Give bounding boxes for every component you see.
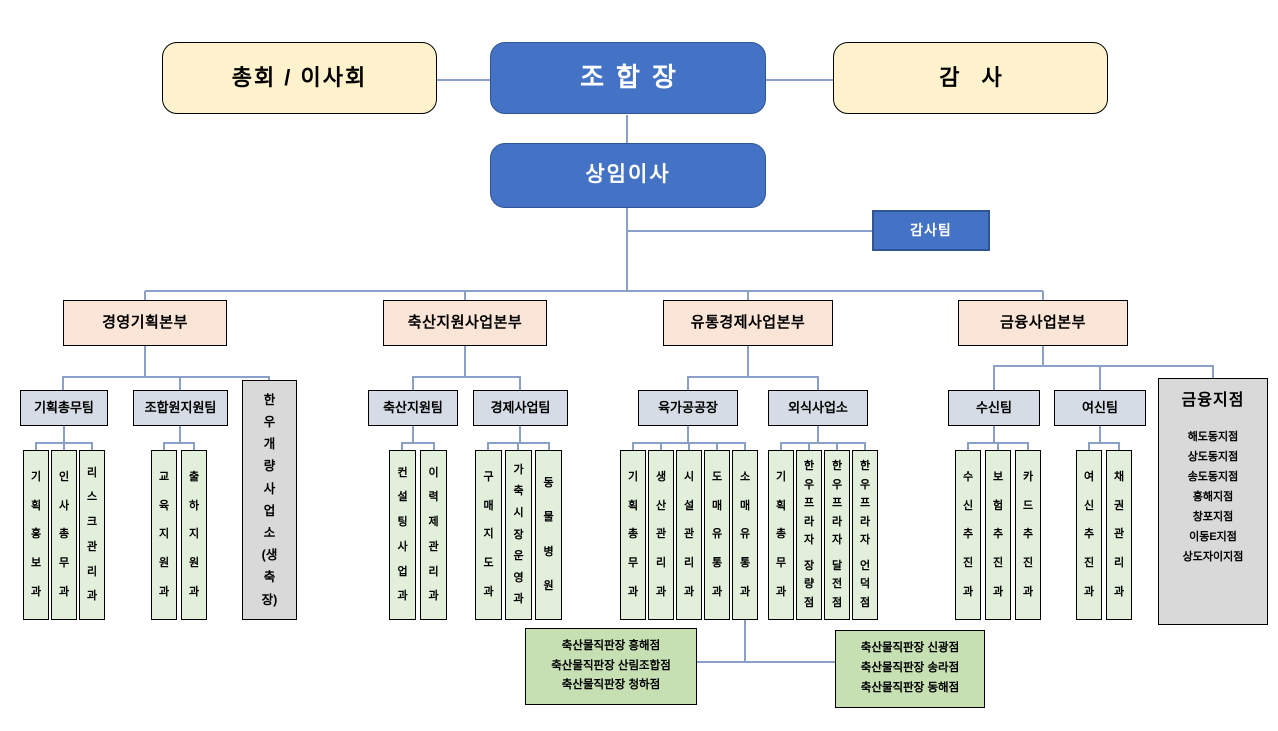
team-box-meat-processing-plant: 육가공공장	[638, 390, 738, 426]
chairman-box: 조합장	[490, 42, 766, 114]
retail-outlets-left-box: 축산물직판장 흥해점 축산물직판장 산림조합점 축산물직판장 청하점	[525, 628, 697, 705]
division-box-distribution-economy: 유통경제사업본부	[663, 300, 833, 346]
division-box-finance: 금융사업본부	[958, 300, 1128, 346]
branch-item: 상도자이지점	[1182, 551, 1244, 564]
finance-branch-list: 해도동지점 상도동지점 송도동지점 흥해지점 창포지점 이동E지점 상도자이지점	[1183, 432, 1244, 563]
outlet-item: 축산물직판장 동해점	[860, 682, 960, 695]
finance-branches-title: 금융지점	[1181, 392, 1245, 409]
team-box-livestock-support: 축산지원팀	[368, 390, 458, 426]
general-assembly-box: 총회 / 이사회	[162, 42, 437, 114]
finance-branches-box: 금융지점 해도동지점 상도동지점 송도동지점 흥해지점 창포지점 이동E지점 상…	[1158, 378, 1268, 625]
branch-item: 송도동지점	[1187, 471, 1239, 484]
division-box-livestock-support: 축산지원사업본부	[383, 300, 547, 346]
outlet-item: 축산물직판장 청하점	[561, 679, 661, 692]
outlet-item: 축산물직판장 흥해점	[561, 640, 661, 653]
branch-item: 상도동지점	[1187, 451, 1239, 464]
outlet-item: 축산물직판장 신광점	[860, 642, 960, 655]
executive-director-box: 상임이사	[490, 143, 766, 208]
team-box-restaurant-business: 외식사업소	[768, 390, 868, 426]
team-box-planning-general: 기획총무팀	[20, 390, 108, 426]
retail-outlets-right-box: 축산물직판장 신광점 축산물직판장 송라점 축산물직판장 동해점	[835, 630, 985, 708]
branch-item: 해도동지점	[1187, 431, 1239, 444]
team-box-loans: 여신팀	[1054, 390, 1146, 426]
team-box-member-support: 조합원지원팀	[133, 390, 228, 426]
outlet-item: 축산물직판장 송라점	[860, 662, 960, 675]
branch-item: 흥해지점	[1192, 491, 1234, 504]
branch-item: 이동E지점	[1189, 531, 1237, 544]
audit-team-box: 감사팀	[872, 210, 990, 251]
team-box-economy-business: 경제사업팀	[473, 390, 568, 426]
auditor-box: 감 사	[833, 42, 1108, 114]
branch-item: 창포지점	[1192, 511, 1234, 524]
division-box-management-planning: 경영기획본부	[63, 300, 227, 346]
outlet-item: 축산물직판장 산림조합점	[551, 659, 671, 672]
team-box-deposits: 수신팀	[948, 390, 1040, 426]
